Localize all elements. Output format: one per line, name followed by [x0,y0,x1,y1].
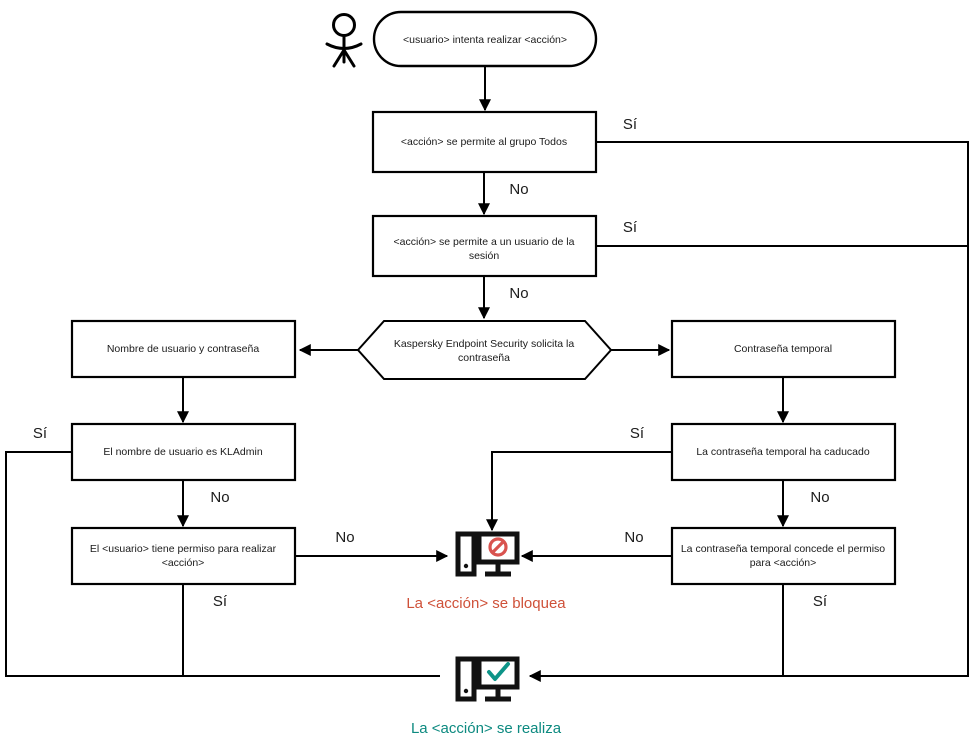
edge-label-kladmin-no: No [210,489,229,506]
computer-allowed-icon [455,656,520,702]
person-icon [325,13,363,68]
edge-label-session-yes: Sí [623,219,638,236]
node-allowed-everyone-label: <acción> se permite al grupo Todos [401,136,567,148]
allowed-caption: La <acción> se realiza [411,720,562,737]
edge-label-grants-yes: Sí [813,593,828,610]
edge-label-grants-no: No [624,529,643,546]
edge-label-kladmin-yes: Sí [33,425,48,442]
edge-label-permission-yes: Sí [213,593,228,610]
node-temporary-password-label: Contraseña temporal [734,343,832,355]
node-user-has-permission-label: El <usuario> tiene permiso para realizar… [90,543,277,569]
node-username-password: Nombre de usuario y contraseña [70,319,297,379]
node-username-password-label: Nombre de usuario y contraseña [107,343,259,355]
edge-label-expired-no: No [810,489,829,506]
edge-everyone-yes [528,141,969,682]
node-start-label: <usuario> intenta realizar <acción> [403,34,567,46]
node-user-has-permission: El <usuario> tiene permiso para realizar… [70,526,297,586]
node-is-kladmin: El nombre de usuario es KLAdmin [70,422,297,482]
node-allowed-everyone: <acción> se permite al grupo Todos [371,110,598,174]
blocked-caption: La <acción> se bloquea [406,595,566,612]
node-temporary-password: Contraseña temporal [670,319,897,379]
node-temp-password-expired: La contraseña temporal ha caducado [670,422,897,482]
node-temp-password-expired-label: La contraseña temporal ha caducado [696,446,870,458]
node-start: <usuario> intenta realizar <acción> [372,10,598,68]
edge-kladmin-yes [5,451,440,677]
edge-label-session-no: No [509,285,528,302]
edge-expired-yes [486,451,672,532]
edge-label-everyone-no: No [509,181,528,198]
node-temp-password-grants-label: La contraseña temporal concede el permis… [681,543,885,569]
edge-label-everyone-yes: Sí [623,116,638,133]
computer-blocked-icon [455,531,520,577]
edge-label-expired-yes: Sí [630,425,645,442]
node-temp-password-grants: La contraseña temporal concede el permis… [670,526,897,586]
node-is-kladmin-label: El nombre de usuario es KLAdmin [103,446,262,458]
edge-label-permission-no: No [335,529,354,546]
